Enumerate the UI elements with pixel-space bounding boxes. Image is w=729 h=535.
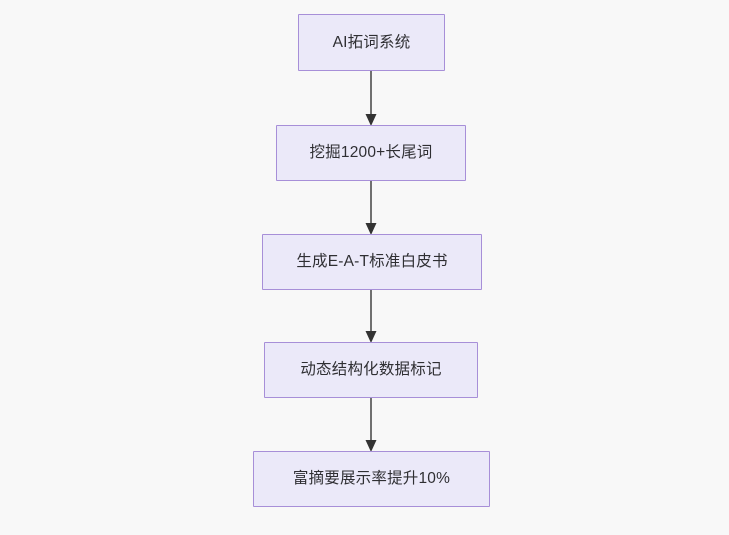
- edge-node3-to-node4: [365, 290, 377, 343]
- flowchart-node-mine-longtail-keywords[interactable]: 挖掘1200+长尾词: [276, 125, 466, 181]
- flowchart-node-ai-keyword-system[interactable]: AI拓词系统: [298, 14, 445, 71]
- node-label: 挖掘1200+长尾词: [309, 144, 433, 162]
- edge-node2-to-node3: [365, 181, 377, 235]
- node-label: 富摘要展示率提升10%: [292, 470, 451, 488]
- flowchart-node-dynamic-structured-data-markup[interactable]: 动态结构化数据标记: [264, 342, 478, 398]
- node-label: AI拓词系统: [332, 33, 411, 51]
- edge-node1-to-node2: [365, 71, 377, 126]
- flowchart-node-generate-eat-whitepaper[interactable]: 生成E-A-T标准白皮书: [262, 234, 482, 290]
- edge-node4-to-node5: [365, 398, 377, 452]
- flowchart-node-rich-snippet-rate-increase[interactable]: 富摘要展示率提升10%: [253, 451, 490, 507]
- node-label: 动态结构化数据标记: [300, 361, 442, 379]
- node-label: 生成E-A-T标准白皮书: [296, 253, 448, 271]
